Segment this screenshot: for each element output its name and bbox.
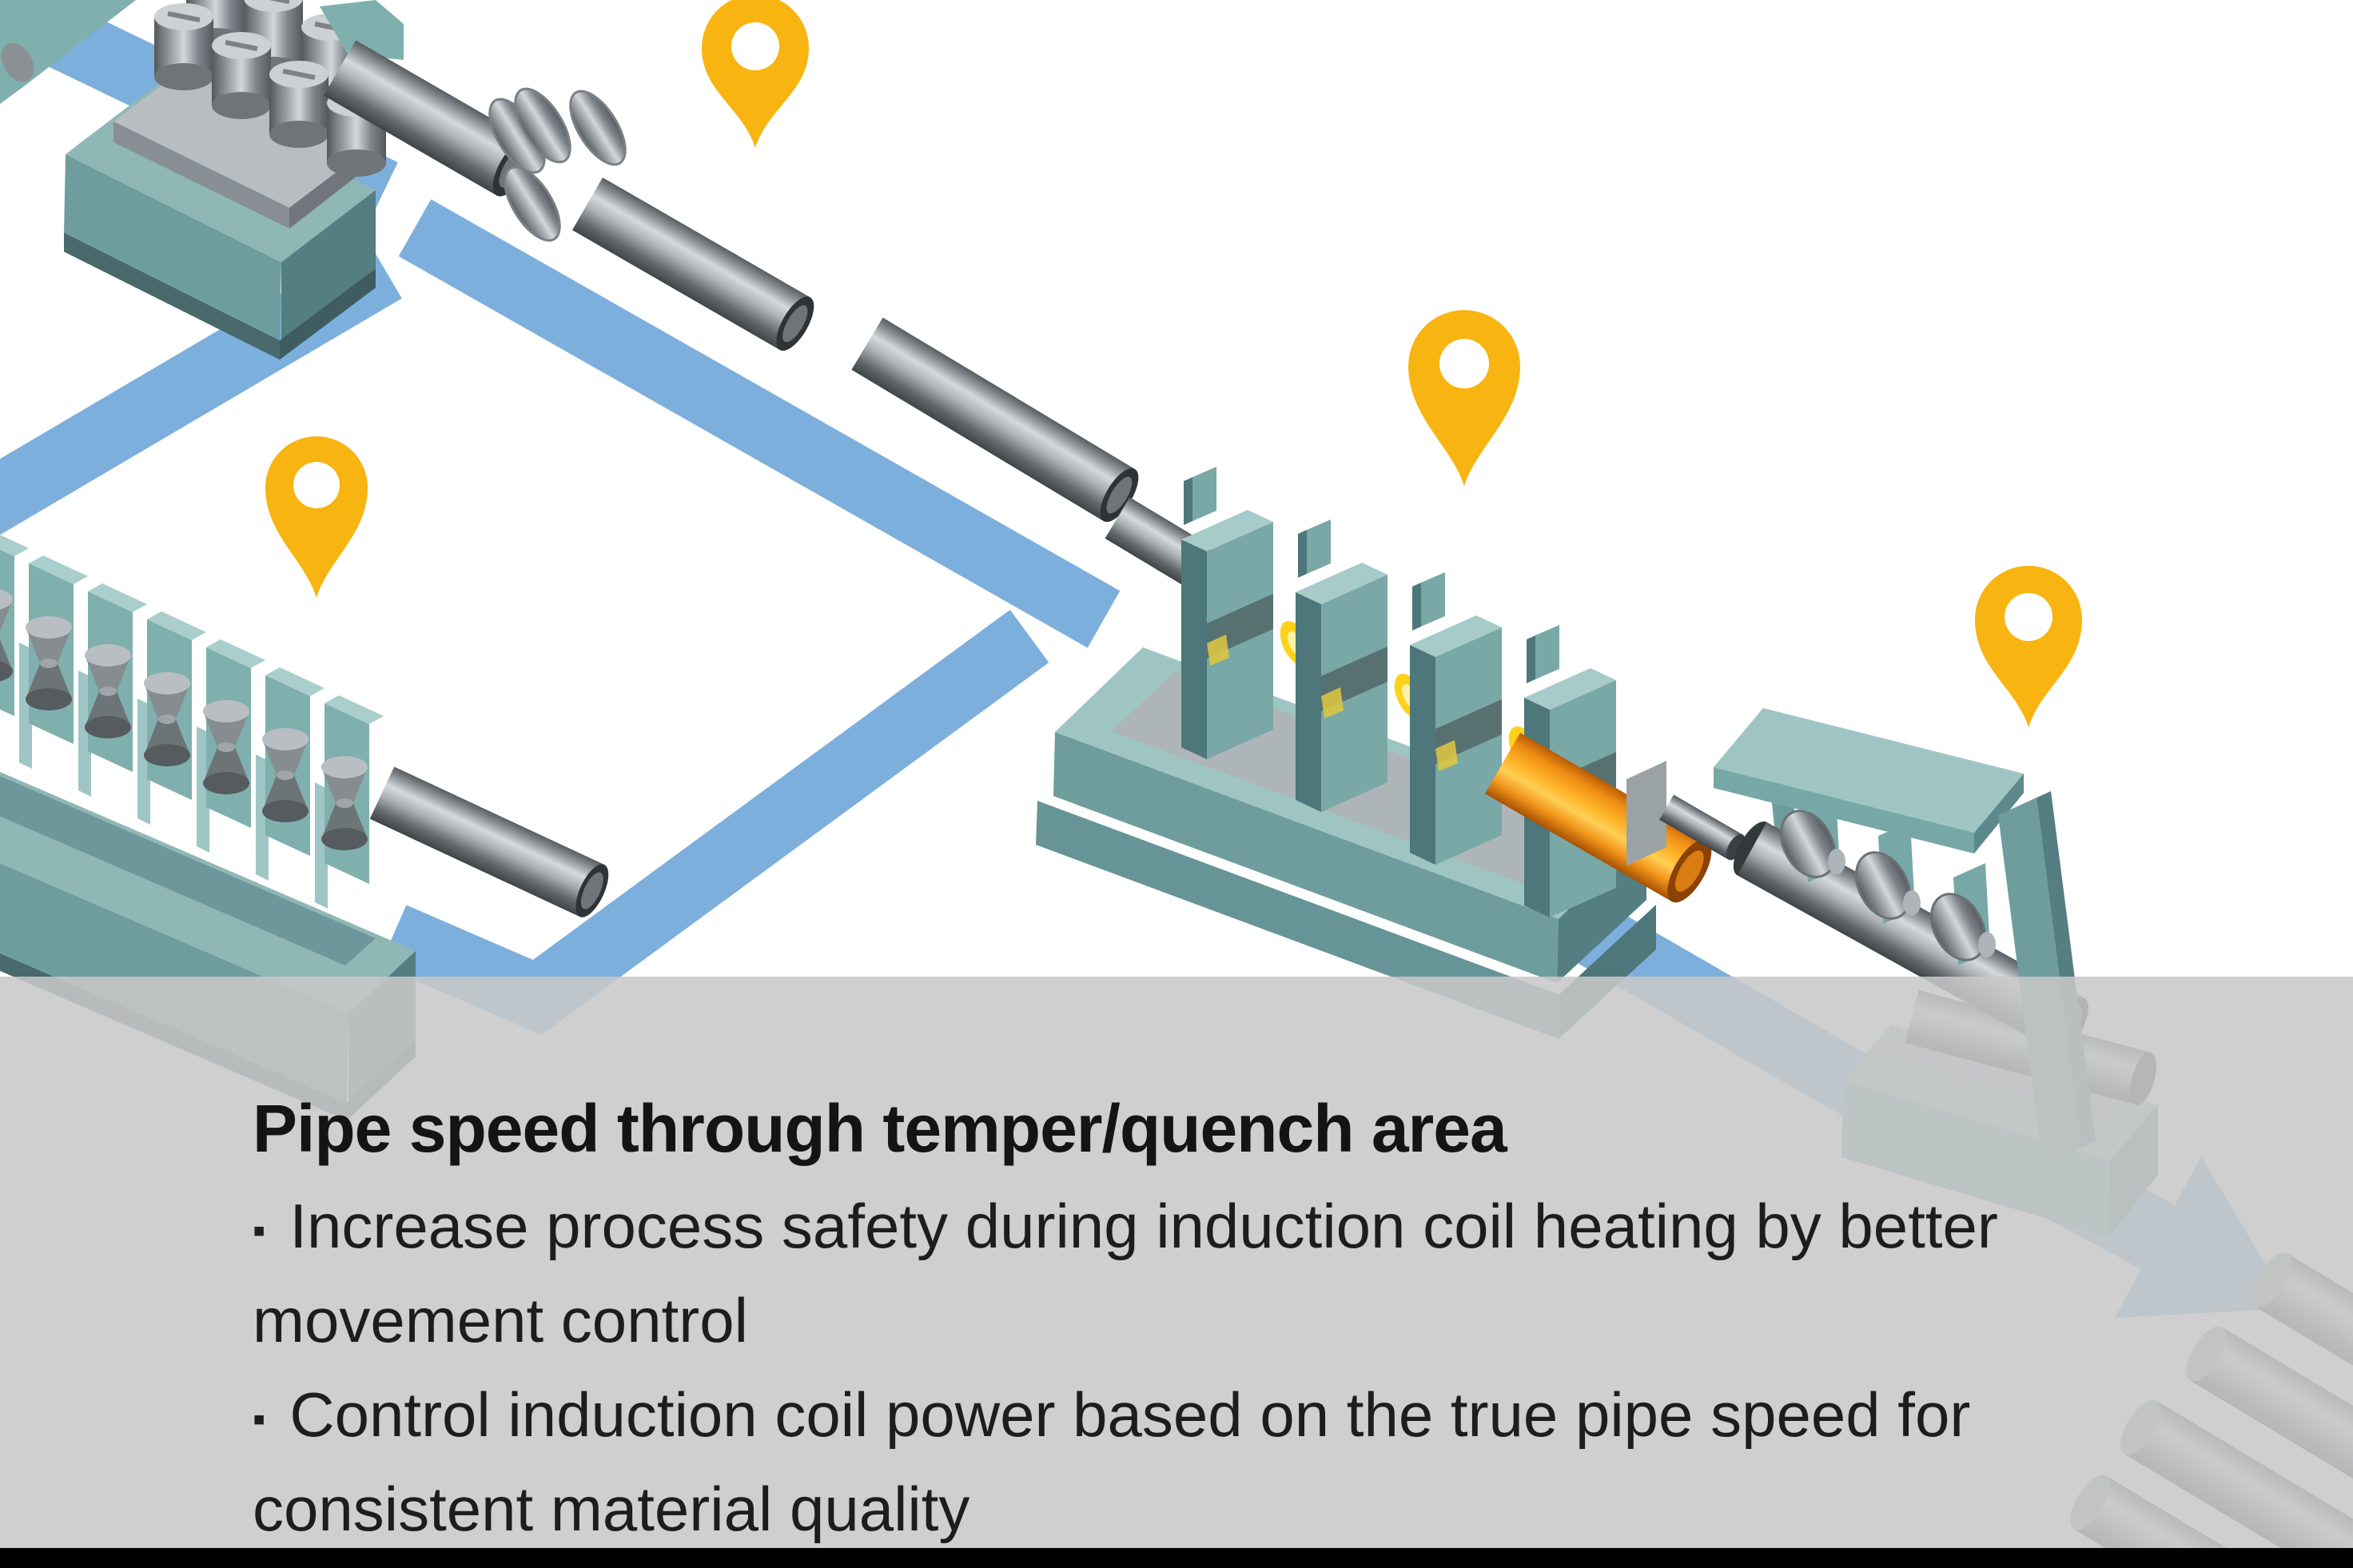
flow-path-segment-to-heater (398, 199, 1121, 648)
location-pin-icon (1975, 566, 2082, 727)
pipe-segment (369, 766, 609, 917)
bottom-black-bar (0, 1548, 2353, 1568)
location-pin-icon (1408, 310, 1520, 486)
heated-pipe-segment (1485, 732, 1712, 903)
induction-heating-machine-illustration (1036, 467, 1746, 1039)
location-pins (265, 0, 2082, 727)
location-pin-icon (265, 436, 368, 598)
outfeed-rollers (1779, 780, 1996, 965)
straightener-roller-stands (0, 535, 384, 909)
location-pin-icon (702, 0, 809, 148)
text-overlay-panel (0, 977, 2353, 1548)
cut-discs (488, 87, 627, 242)
cut-disc (504, 165, 561, 242)
pipe-segment-floating-2 (851, 317, 1139, 523)
cutting-machine-illustration (0, 0, 533, 360)
cut-disc (569, 90, 627, 166)
cut-disc (514, 87, 571, 164)
pipe-segment-floating-1 (572, 177, 814, 351)
